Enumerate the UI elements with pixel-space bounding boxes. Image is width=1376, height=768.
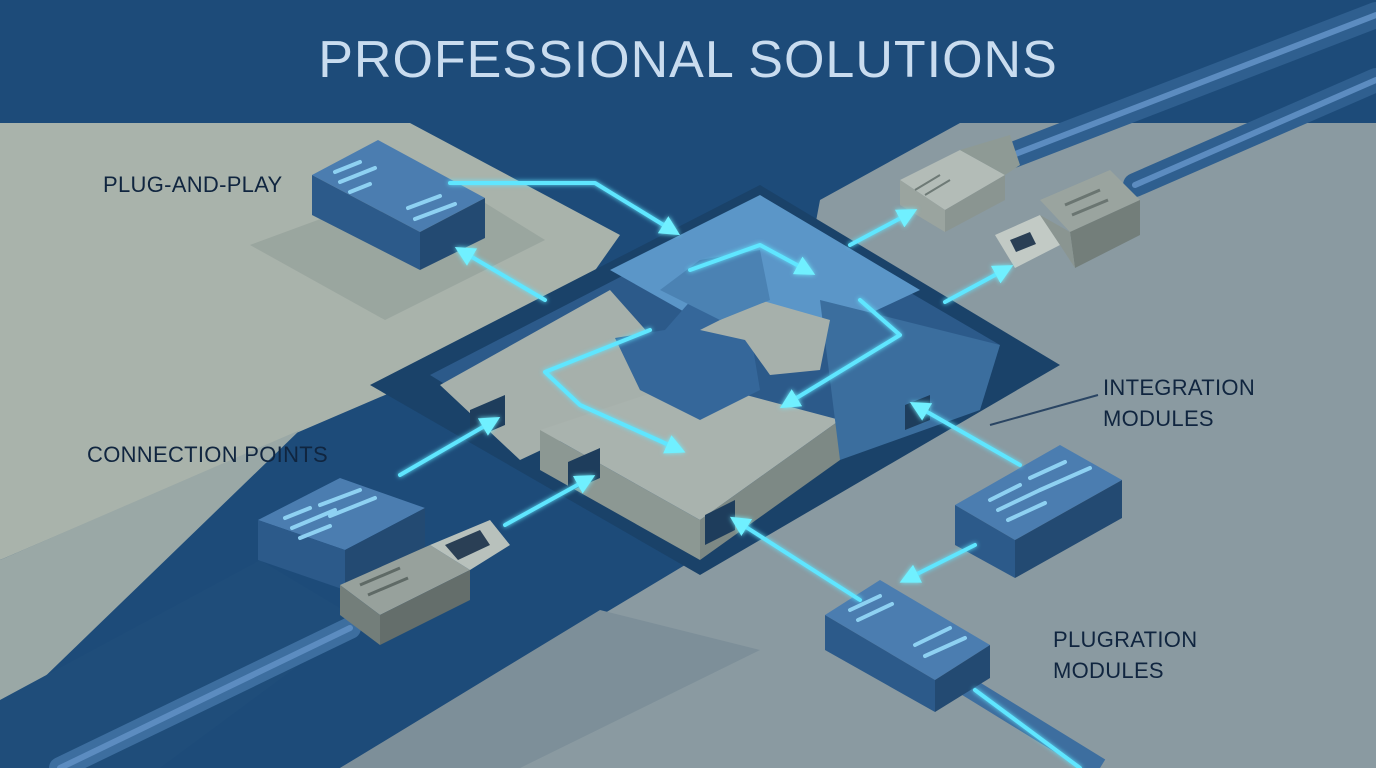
flow-arrows	[398, 181, 1082, 768]
integration-leader-line	[989, 394, 1099, 426]
usb-plug-top-right	[995, 68, 1376, 268]
ethernet-plug-top-right	[900, 2, 1376, 232]
integration-module	[955, 445, 1122, 578]
label-integration-modules: INTEGRATION MODULES	[1103, 372, 1255, 434]
plugration-module	[825, 580, 1106, 768]
label-plugration-line1: PLUGRATION	[1053, 627, 1198, 652]
label-plug-and-play: PLUG-AND-PLAY	[103, 169, 283, 200]
label-plug-and-play-text: PLUG-AND-PLAY	[103, 172, 283, 197]
plug-and-play-module	[250, 140, 545, 320]
label-connection-points-text: CONNECTION POINTS	[87, 442, 328, 467]
label-connection-points: CONNECTION POINTS	[87, 439, 328, 470]
label-integration-line1: INTEGRATION	[1103, 375, 1256, 400]
label-plugration-line2: MODULES	[1053, 658, 1164, 683]
label-plugration-modules: PLUGRATION MODULES	[1053, 624, 1197, 686]
page-title: PROFESSIONAL SOLUTIONS	[318, 31, 1058, 89]
connection-points-module	[258, 478, 425, 590]
label-integration-line2: MODULES	[1103, 406, 1214, 431]
usb-plug-bottom-left	[49, 520, 510, 768]
